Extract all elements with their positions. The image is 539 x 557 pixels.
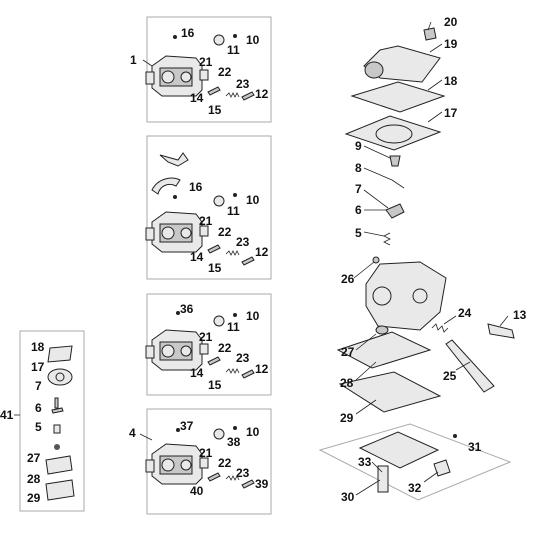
callout-kit-18: 18 bbox=[31, 340, 45, 354]
callout-b3-14: 14 bbox=[190, 366, 204, 380]
callout-b2-11: 11 bbox=[227, 204, 240, 218]
callout-b1-14: 14 bbox=[190, 91, 204, 105]
callout-b2-21: 21 bbox=[199, 214, 213, 228]
carburetor-kit-box-3 bbox=[145, 293, 272, 396]
callout-33: 33 bbox=[358, 455, 372, 469]
callout-b1-21: 21 bbox=[199, 55, 213, 69]
callout-kit-6: 6 bbox=[35, 401, 42, 415]
callout-b1-15: 15 bbox=[208, 103, 222, 117]
callout-b2-12: 12 bbox=[255, 245, 269, 259]
callout-b1-22: 22 bbox=[218, 65, 232, 79]
leader-lines bbox=[353, 21, 509, 496]
callout-28: 28 bbox=[340, 376, 354, 390]
callout-kit-27: 27 bbox=[27, 451, 41, 465]
callout-b3-15: 15 bbox=[208, 378, 222, 392]
callout-31: 31 bbox=[468, 440, 482, 454]
callout-labels: 1 4 41 16 10 11 21 22 23 12 14 15 16 10 … bbox=[0, 15, 527, 505]
callout-18: 18 bbox=[444, 74, 458, 88]
callout-b2-10: 10 bbox=[246, 193, 260, 207]
callout-19: 19 bbox=[444, 37, 458, 51]
callout-b4-22: 22 bbox=[218, 456, 232, 470]
callout-6: 6 bbox=[355, 203, 362, 217]
callout-41: 41 bbox=[0, 408, 14, 422]
callout-kit-5: 5 bbox=[35, 420, 42, 434]
callout-b1-10: 10 bbox=[246, 33, 260, 47]
callout-b2-14: 14 bbox=[190, 250, 204, 264]
callout-17: 17 bbox=[444, 106, 458, 120]
callout-kit-28: 28 bbox=[27, 472, 41, 486]
callout-b4-10: 10 bbox=[246, 425, 260, 439]
callout-kit-17: 17 bbox=[31, 360, 45, 374]
callout-1: 1 bbox=[130, 53, 137, 67]
callout-25: 25 bbox=[443, 369, 457, 383]
callout-8: 8 bbox=[355, 161, 362, 175]
callout-20: 20 bbox=[444, 15, 458, 29]
callout-b4-39: 39 bbox=[255, 477, 269, 491]
callout-kit-7: 7 bbox=[35, 379, 42, 393]
callout-b2-23: 23 bbox=[236, 235, 250, 249]
callout-b3-23: 23 bbox=[236, 351, 250, 365]
callout-5: 5 bbox=[355, 226, 362, 240]
callout-b1-16: 16 bbox=[181, 26, 195, 40]
carburetor-kit-box-4 bbox=[139, 408, 272, 515]
callout-b3-11: 11 bbox=[227, 320, 240, 334]
callout-9: 9 bbox=[355, 139, 362, 153]
callout-27: 27 bbox=[341, 345, 355, 359]
callout-b1-11: 11 bbox=[227, 43, 240, 57]
callout-b1-12: 12 bbox=[255, 87, 269, 101]
callout-29: 29 bbox=[340, 411, 354, 425]
callout-kit-29: 29 bbox=[27, 491, 41, 505]
callout-7: 7 bbox=[355, 182, 362, 196]
callout-b3-12: 12 bbox=[255, 362, 269, 376]
carburetor-kit-box-1 bbox=[142, 16, 272, 123]
callout-b4-40: 40 bbox=[190, 484, 204, 498]
callout-b3-21: 21 bbox=[199, 330, 213, 344]
carburetor-kit-box-2 bbox=[145, 135, 272, 280]
callout-b4-21: 21 bbox=[199, 446, 213, 460]
callout-b2-15: 15 bbox=[208, 261, 222, 275]
callout-b3-36: 36 bbox=[180, 302, 194, 316]
callout-b4-23: 23 bbox=[236, 466, 250, 480]
repair-kit-box-41 bbox=[14, 330, 85, 512]
callout-26: 26 bbox=[341, 272, 355, 286]
callout-b4-38: 38 bbox=[227, 435, 241, 449]
callout-b1-23: 23 bbox=[236, 77, 250, 91]
callout-4: 4 bbox=[129, 426, 136, 440]
callout-b3-10: 10 bbox=[246, 309, 260, 323]
callout-32: 32 bbox=[408, 481, 422, 495]
callout-24: 24 bbox=[458, 306, 472, 320]
callout-13: 13 bbox=[513, 308, 527, 322]
callout-b4-37: 37 bbox=[180, 419, 194, 433]
carburetor-exploded-view bbox=[318, 27, 515, 501]
callout-30: 30 bbox=[341, 490, 355, 504]
callout-b2-16: 16 bbox=[189, 180, 203, 194]
callout-b3-22: 22 bbox=[218, 341, 232, 355]
callout-b2-22: 22 bbox=[218, 225, 232, 239]
